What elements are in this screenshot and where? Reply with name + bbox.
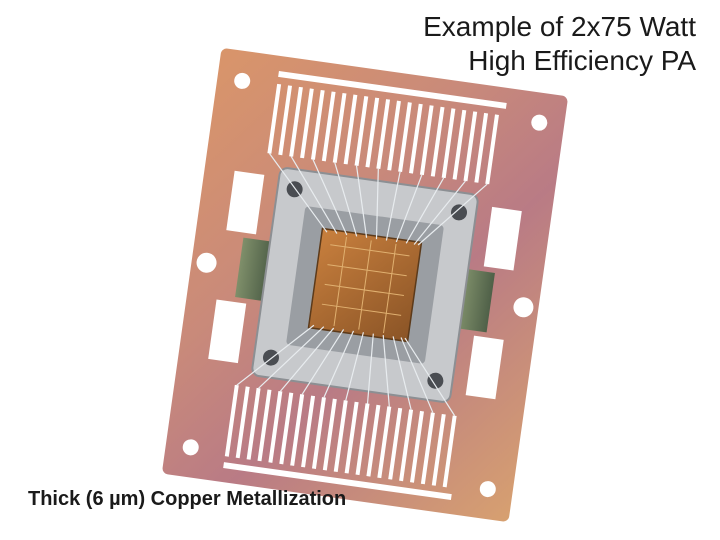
slide-title: Example of 2x75 Watt High Efficiency PA <box>423 10 696 78</box>
frame-cutout <box>483 206 522 271</box>
mounting-hole <box>182 439 199 456</box>
top-leads <box>267 70 507 185</box>
package-screw <box>427 372 444 389</box>
frame-cutout <box>226 170 265 235</box>
frame-cutout <box>208 299 247 364</box>
package-screw <box>451 204 468 221</box>
photo-caption: Thick (6 µm) Copper Metallization <box>28 488 347 510</box>
bottom-leads <box>223 384 457 501</box>
mounting-hole <box>513 297 534 318</box>
mounting-hole <box>479 481 496 498</box>
mounting-hole <box>234 72 251 89</box>
pa-module-photo <box>162 48 568 522</box>
bond-wires-bottom <box>236 324 456 417</box>
mounting-hole <box>196 252 217 273</box>
mounting-hole <box>531 114 548 131</box>
title-line-2: High Efficiency PA <box>468 45 696 76</box>
frame-cutout <box>465 335 504 400</box>
bond-wires-top <box>268 153 488 246</box>
title-line-1: Example of 2x75 Watt <box>423 11 696 42</box>
die-metallization <box>321 236 410 334</box>
